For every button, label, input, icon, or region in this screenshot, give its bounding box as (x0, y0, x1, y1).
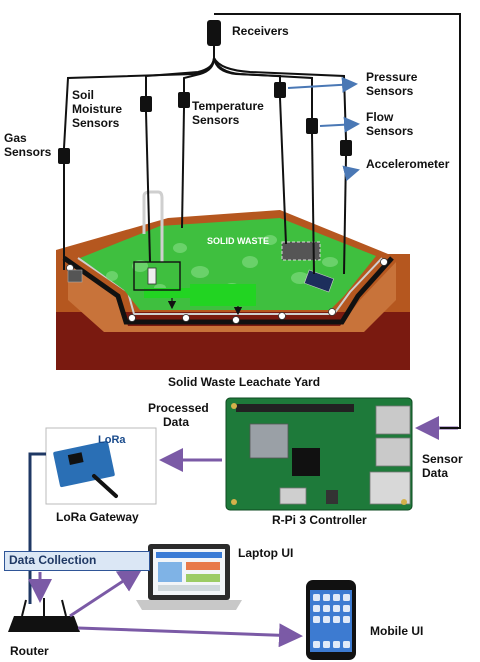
router-label: Router (10, 644, 49, 658)
pressure-label-2: Sensors (366, 84, 414, 98)
solid-waste-mound (80, 218, 376, 310)
temperature-label-1: Temperature (192, 99, 264, 113)
sensor-data-label-2: Data (422, 466, 449, 480)
receivers-label: Receivers (232, 24, 289, 38)
leachate-yard: SOLID WASTE (56, 190, 410, 370)
laptop-ui-label: Laptop UI (238, 546, 294, 560)
soil-sensor-capsule (140, 96, 152, 112)
soil-moisture-label-1: Soil (72, 88, 95, 102)
accelerometer-module (304, 269, 334, 293)
processed-data-label-2: Data (163, 415, 190, 429)
flow-sensor-capsule (306, 118, 318, 134)
processed-data-label-1: Processed (148, 401, 209, 415)
rpi-board (225, 397, 413, 511)
pressure-label-1: Pressure (366, 70, 418, 84)
flow-label-2: Sensors (366, 124, 414, 138)
sensor-capsules (58, 20, 352, 164)
lora-logo-text: LoRa (98, 434, 126, 446)
sensor-data-label-1: Sensor (422, 452, 463, 466)
router-device (8, 598, 80, 632)
data-collection-box: Data Collection (4, 551, 150, 571)
accelerometer-arrow (342, 165, 360, 182)
soil-moisture-label-3: Sensors (72, 116, 120, 130)
soil-moisture-label-2: Moisture (72, 102, 123, 116)
lora-gateway-label: LoRa Gateway (56, 510, 139, 524)
router-to-mobile-arrow (77, 623, 303, 648)
temperature-label-2: Sensors (192, 113, 240, 127)
router-to-laptop-arrow (69, 568, 143, 618)
accelerometer-label: Accelerometer (366, 157, 450, 171)
collection-strip-1 (144, 288, 200, 298)
rpi-controller-label: R-Pi 3 Controller (272, 513, 367, 527)
solid-waste-label: SOLID WASTE (207, 236, 269, 246)
laptop-device (136, 544, 242, 610)
yard-caption: Solid Waste Leachate Yard (168, 375, 321, 389)
pressure-sensor-capsule (274, 82, 286, 98)
gas-label-1: Gas (4, 131, 27, 145)
pressure-sensor-box (281, 241, 321, 261)
gas-sensor-module (67, 269, 83, 283)
collection-strip-2 (190, 284, 256, 306)
gateway-to-router-line (28, 452, 46, 604)
mobile-device (306, 580, 356, 660)
yard-soil-cut (68, 262, 396, 332)
waste-texture (106, 235, 338, 293)
mobile-ui-label: Mobile UI (370, 624, 424, 638)
flow-label-1: Flow (366, 110, 394, 124)
pressure-arrow (287, 76, 358, 93)
data-collection-label: Data Collection (9, 553, 97, 567)
probe-sensor (147, 267, 157, 285)
receiver-capsule (207, 20, 221, 46)
accelerometer-capsule (340, 140, 352, 156)
probe-frame (133, 261, 181, 291)
temperature-sensor-capsule (178, 92, 190, 108)
flow-arrow (319, 116, 360, 133)
lora-board (53, 440, 118, 498)
probe-pipe (142, 190, 164, 262)
gas-label-2: Sensors (4, 145, 52, 159)
gas-sensor-capsule (58, 148, 70, 164)
